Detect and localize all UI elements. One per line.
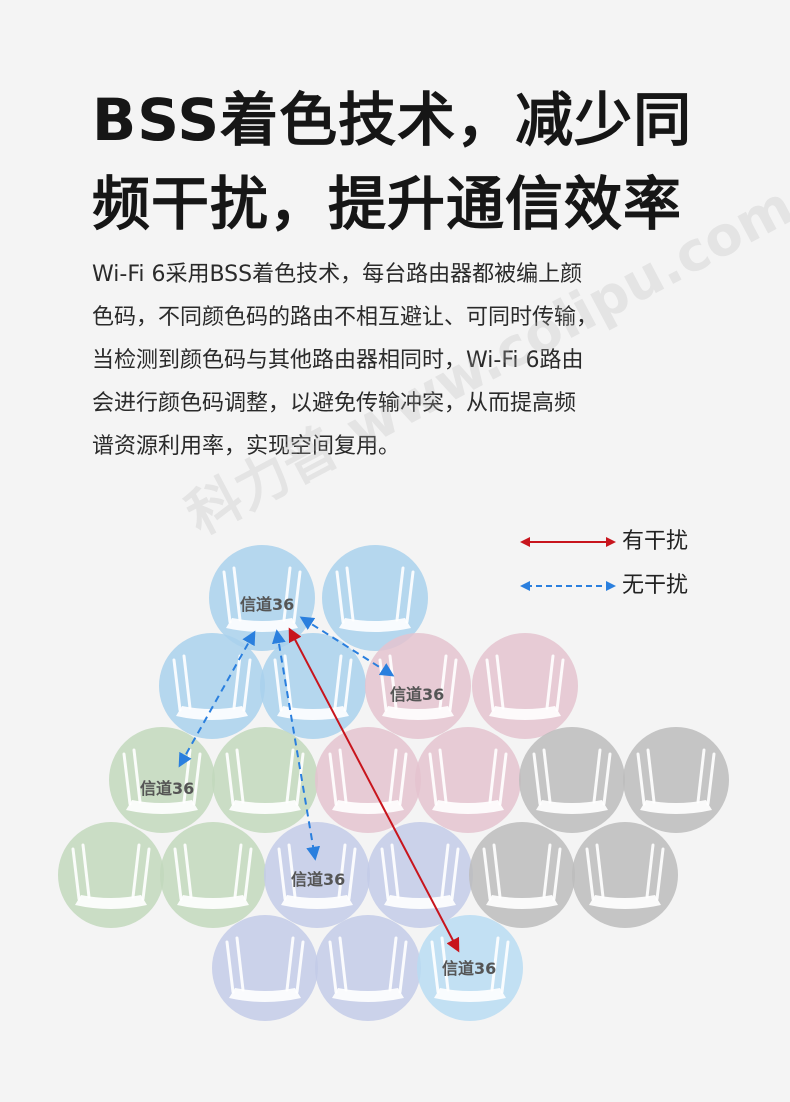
description-line: 谱资源利用率，实现空间复用。 [92,434,401,459]
coverage-circle [472,633,578,739]
router-node: 信道36 [417,915,523,1021]
red-double-arrow-icon [520,537,616,547]
channel-label: 信道36 [140,779,194,798]
legend-no-interference: 无干扰 [520,568,750,604]
description-line: Wi-Fi 6采用BSS着色技术，每台路由器都被编上颜 [92,262,583,287]
router-node [367,822,473,928]
router-node [58,822,164,928]
router-node: 信道36 [109,727,215,833]
router-icon [532,748,612,814]
router-node [623,727,729,833]
router-node [472,633,578,739]
router-icon [173,843,253,909]
description-line: 会进行颜色码调整，以避免传输冲突，从而提高频 [92,391,577,416]
title-line-2: 频干扰，提升通信效率 [92,170,683,238]
no-interference-arrow [271,629,321,861]
description-line: 色码，不同颜色码的路由不相互避让、可同时传输， [92,305,599,330]
router-node [572,822,678,928]
no-interference-arrow [299,616,395,677]
router-node: 信道36 [264,822,370,928]
router-node [260,633,366,739]
router-icon [585,843,665,909]
router-node [469,822,575,928]
description-line: 当检测到颜色码与其他路由器相同时，Wi-Fi 6路由 [92,348,584,373]
router-icon [71,843,151,909]
router-node [415,727,521,833]
coverage-circle [159,633,265,739]
router-node: 信道36 [365,633,471,739]
coverage-circle [623,727,729,833]
channel-label: 信道36 [390,685,444,704]
router-icon [482,843,562,909]
router-node [212,915,318,1021]
router-icon [485,654,565,720]
coverage-circle [415,727,521,833]
coverage-circle [367,822,473,928]
legend: 有干扰 无干扰 [520,524,750,604]
coverage-circle [519,727,625,833]
router-grid: 信道36 信道36 信道36 信道36 信道36 [58,545,729,1021]
no-interference-arrow [178,630,256,768]
router-node [519,727,625,833]
arrow-layer [178,616,460,953]
legend-interference: 有干扰 [520,524,750,560]
title-line-1: BSS着色技术，减少同 [92,86,693,154]
channel-label: 信道36 [240,595,294,614]
coverage-circle [58,822,164,928]
page-title: BSS着色技术，减少同 频干扰，提升通信效率 [92,78,732,246]
legend-interference-label: 有干扰 [622,529,689,554]
router-icon [636,748,716,814]
coverage-circle [212,915,318,1021]
router-node [315,915,421,1021]
coverage-circle [160,822,266,928]
router-icon [328,936,408,1002]
router-node: 信道36 [209,545,315,651]
coverage-circle [572,822,678,928]
channel-label: 信道36 [291,870,345,889]
router-node [160,822,266,928]
legend-no-interference-label: 无干扰 [622,573,689,598]
coverage-circle [260,633,366,739]
blue-dashed-double-arrow-icon [520,581,616,591]
coverage-circle [315,915,421,1021]
channel-label: 信道36 [442,959,496,978]
description: Wi-Fi 6采用BSS着色技术，每台路由器都被编上颜 色码，不同颜色码的路由不… [92,253,732,468]
router-icon [222,566,302,632]
coverage-circle [469,822,575,928]
router-node [159,633,265,739]
